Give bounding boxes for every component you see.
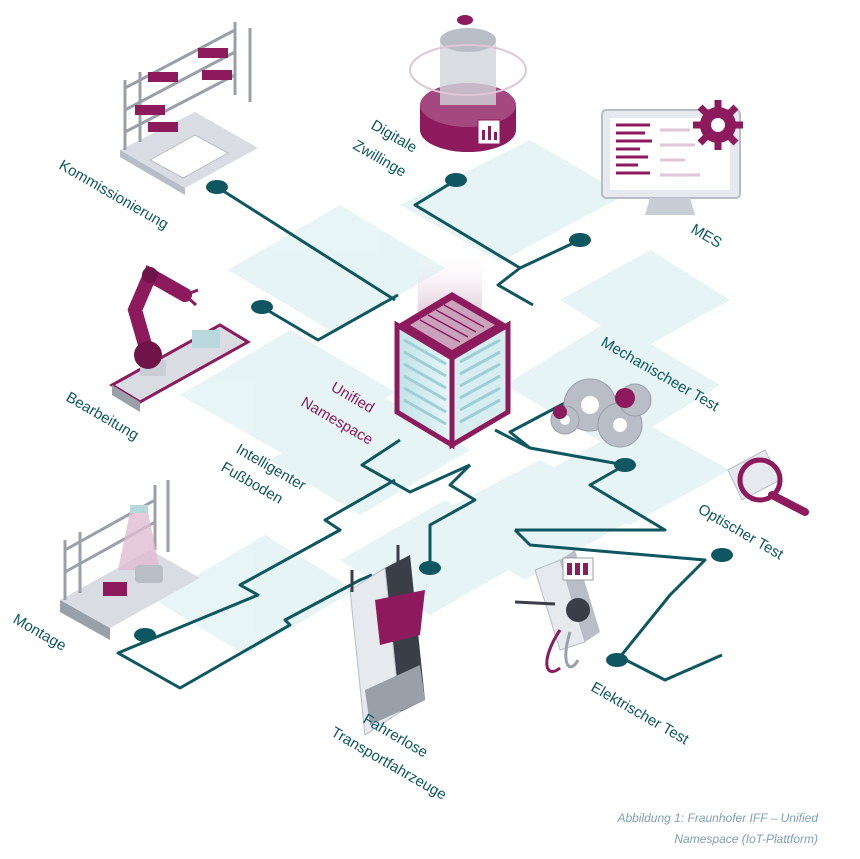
- label-elektrischer-test: Elektrischer Test: [588, 679, 692, 749]
- optical-sensor-icon: [727, 449, 809, 516]
- figure-caption-line1: Abbildung 1: Fraunhofer IFF – Unified: [616, 811, 818, 825]
- assembly-station-icon: [60, 480, 200, 640]
- connection-lines: [116, 178, 723, 690]
- label-montage: Montage: [10, 611, 69, 655]
- server-cube-icon: [394, 250, 511, 450]
- label-mes: MES: [688, 221, 725, 252]
- robot-arm-icon: [109, 265, 251, 412]
- figure-caption-line2: Namespace (IoT-Plattform): [674, 832, 818, 846]
- endpoint-dots: [134, 173, 733, 667]
- multimeter-icon: [514, 550, 600, 673]
- label-optischer-test: Optischer Test: [695, 501, 787, 564]
- shelf-robot-icon: [120, 22, 258, 195]
- monitor-gear-icon: [601, 100, 743, 215]
- agv-robot-icon: [349, 545, 425, 736]
- digital-twin-icon: [409, 15, 527, 152]
- gears-icon: [550, 378, 652, 448]
